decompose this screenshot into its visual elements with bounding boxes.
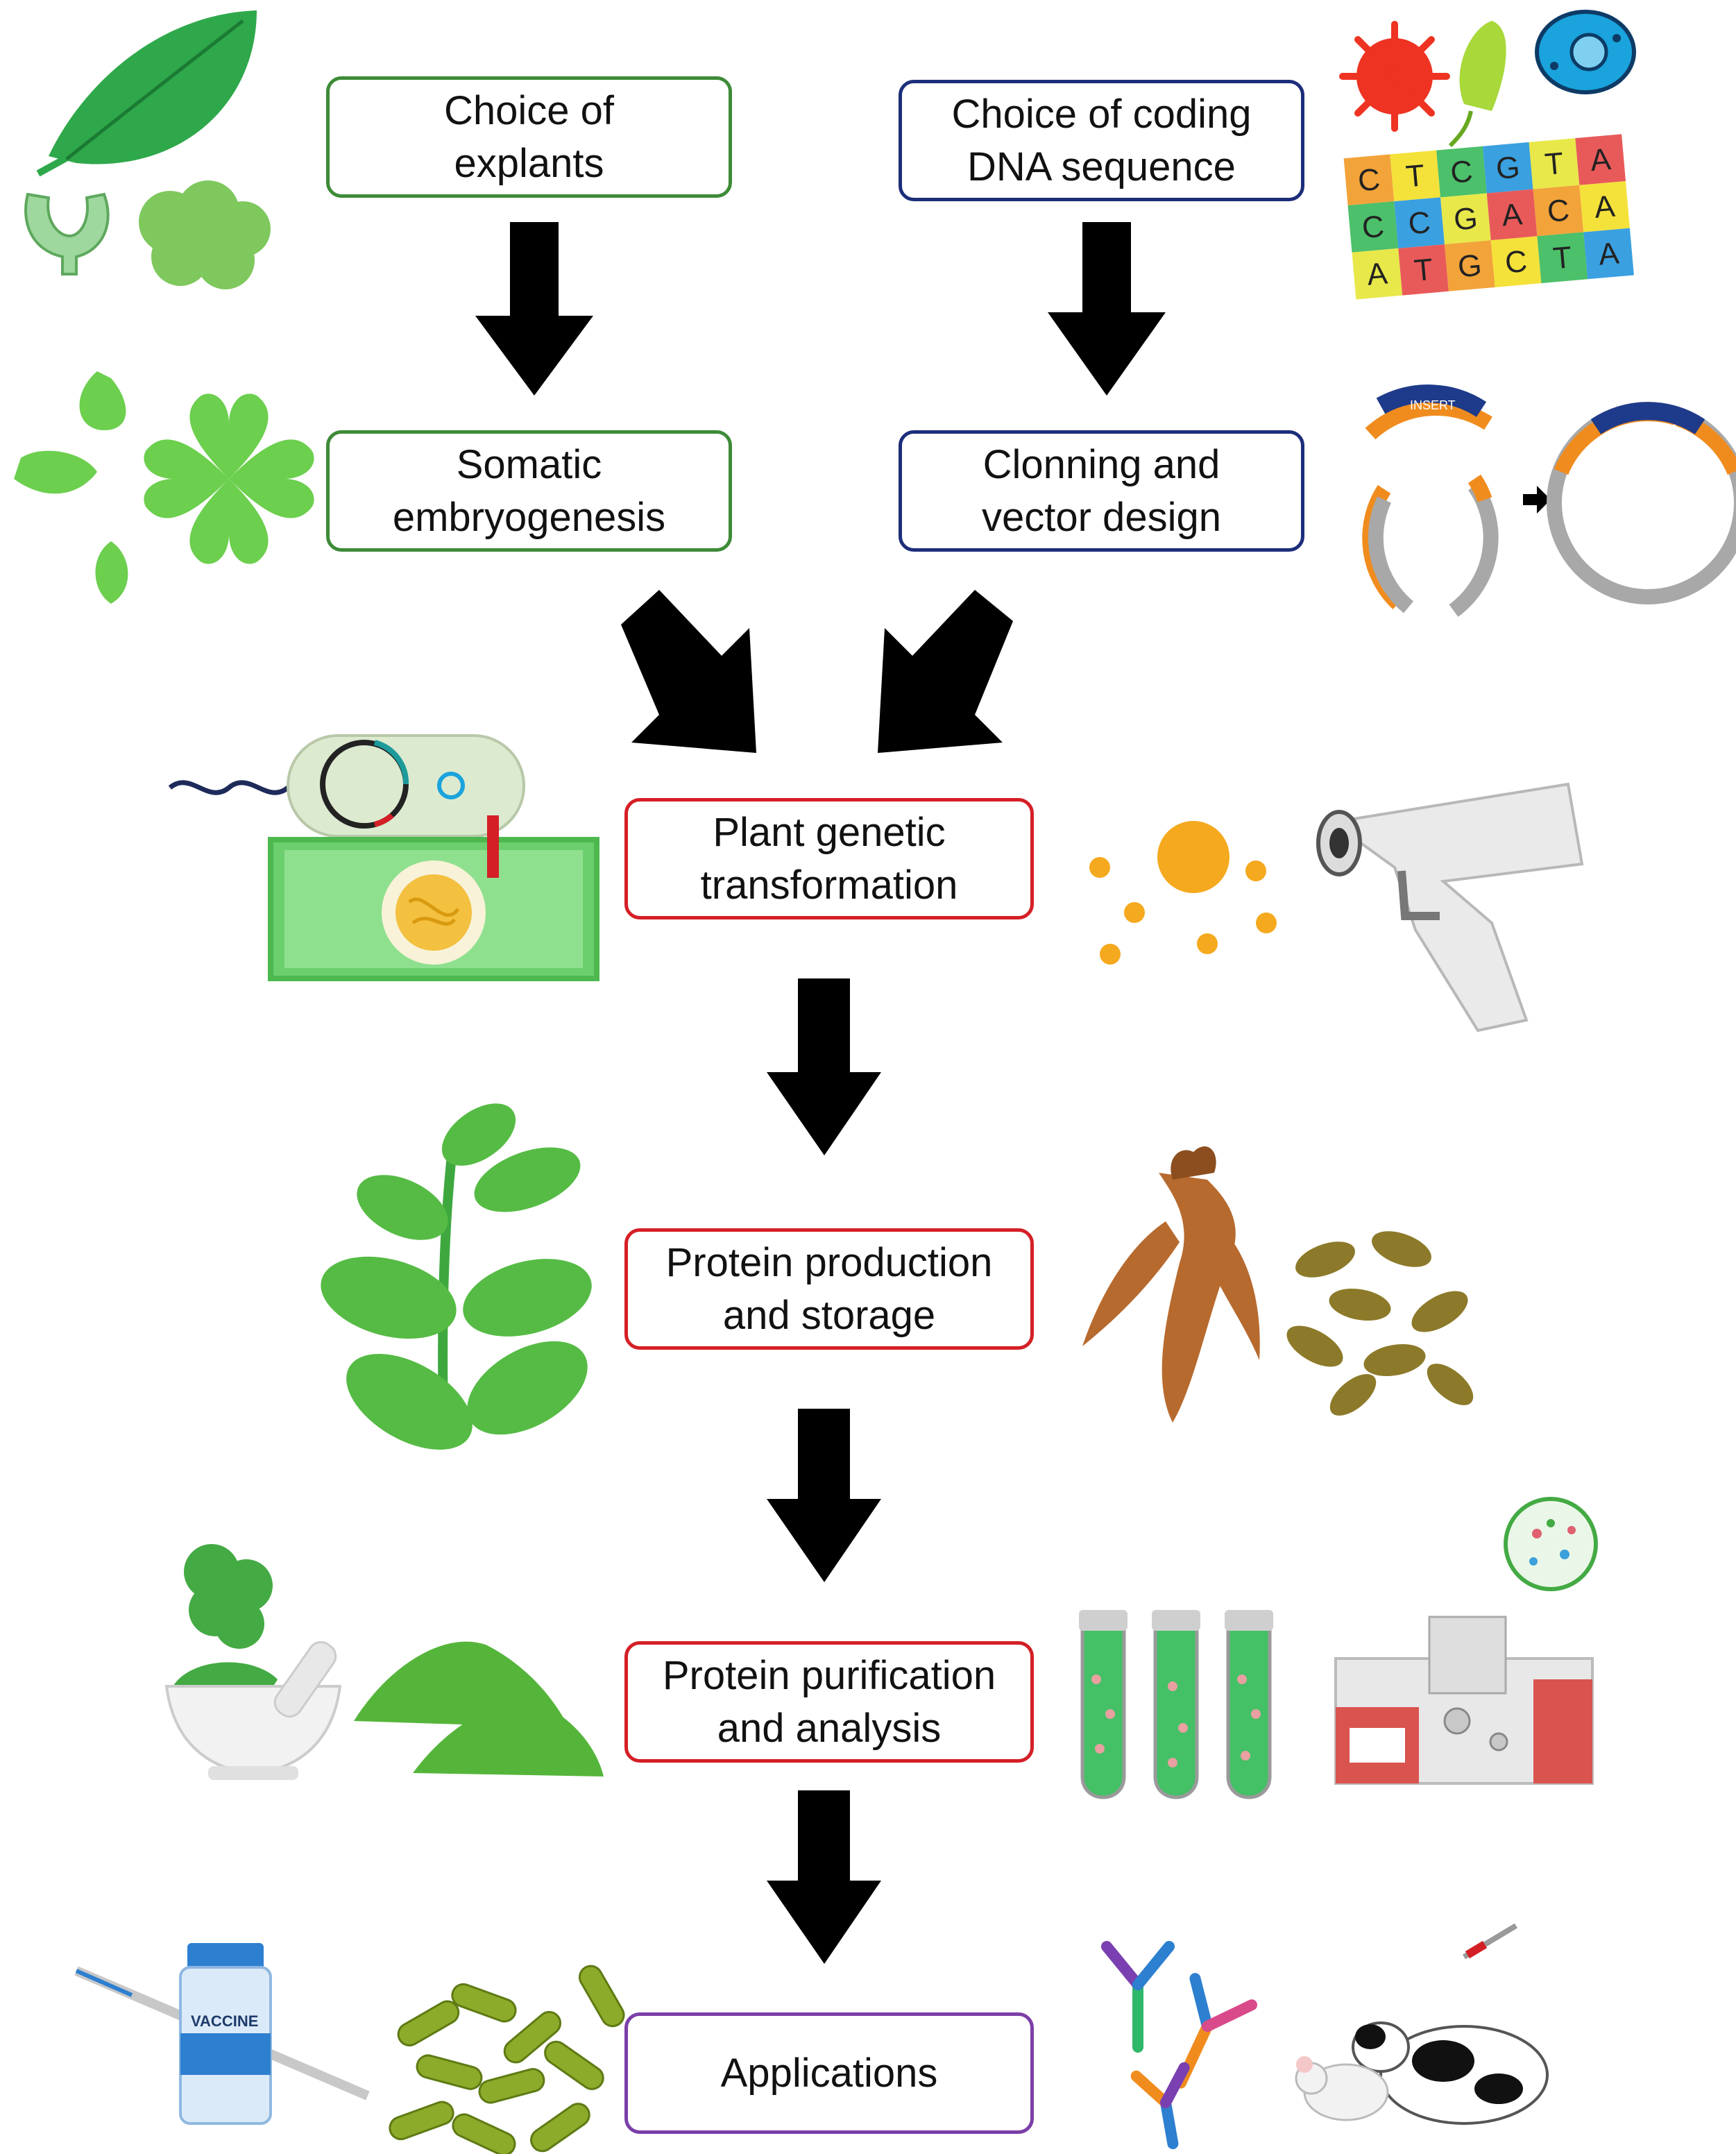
dna-cell <box>1579 180 1630 232</box>
virus-icon <box>1339 21 1450 132</box>
dna-cell <box>1440 193 1491 245</box>
dna-cell <box>1347 201 1399 253</box>
arrow-transformation-to-production <box>767 978 881 1155</box>
dna-letter: T <box>1413 253 1434 288</box>
step-line: vector design <box>982 494 1221 540</box>
step-line: embryogenesis <box>392 494 666 540</box>
plant-icon <box>321 1103 592 1450</box>
dna-letter: A <box>1593 189 1617 225</box>
step-line: Choice of <box>443 87 615 133</box>
antibodies-icon <box>1101 1941 1258 2150</box>
step-choice-of-coding-dna: Choice of coding DNA sequence <box>899 80 1304 201</box>
callus-icon <box>139 180 271 289</box>
dna-cell <box>1343 154 1395 206</box>
step-line: Applications <box>720 2050 938 2096</box>
step-choice-of-explants: Choice of explants <box>326 76 732 198</box>
step-line: Somatic <box>456 441 602 487</box>
dna-letter: A <box>1365 256 1389 291</box>
dna-letter: A <box>1597 236 1621 271</box>
dna-letter: C <box>1356 162 1381 198</box>
dna-letter: A <box>1589 142 1612 178</box>
dna-letter: G <box>1495 150 1521 186</box>
plant-cell-icon <box>268 815 599 981</box>
agrobacterium-icon <box>168 734 525 838</box>
plant-powder-icon <box>354 1641 604 1776</box>
dna-cell <box>1390 150 1441 202</box>
arrow-purification-to-applications <box>767 1790 881 1964</box>
arrow-explants-to-somatic <box>475 222 593 396</box>
test-tubes-icon <box>1079 1610 1273 1799</box>
step-somatic-embryogenesis: Somatic embryogenesis <box>326 430 732 552</box>
dna-letter: T <box>1551 240 1573 275</box>
capsules-icon <box>389 1965 625 2154</box>
dna-cell <box>1444 240 1495 291</box>
seedling-explant-icon <box>24 192 110 275</box>
step-line: Clonning and <box>982 441 1220 487</box>
dna-letter: C <box>1449 154 1474 190</box>
dna-cell <box>1352 248 1403 300</box>
plasmid-arrow-icon <box>1523 486 1551 514</box>
dna-cell <box>1490 236 1542 287</box>
dna-cell <box>1529 138 1580 189</box>
step-protein-production: Protein production and storage <box>624 1228 1034 1350</box>
dna-letter: T <box>1543 146 1565 182</box>
dna-cell <box>1398 244 1449 296</box>
step-line: explants <box>454 140 604 186</box>
step-applications: Applications <box>624 2012 1034 2134</box>
dna-letter: A <box>1500 197 1524 232</box>
somatic-embryo-icon <box>14 371 314 604</box>
arrow-production-to-purification <box>767 1409 881 1582</box>
lab-instrument-icon <box>1334 1497 1598 1785</box>
vaccine-label: VACCINE <box>191 2012 258 2030</box>
cell-icon <box>1535 10 1636 94</box>
arrow-cloning-to-transformation <box>878 590 1013 753</box>
step-line: Protein purification <box>662 1652 996 1698</box>
arrow-somatic-to-transformation <box>621 590 756 753</box>
plasmid-fragments-icon <box>1362 384 1499 617</box>
recombinant-plasmid-icon <box>1547 402 1736 604</box>
animals-icon <box>1295 1923 1549 2125</box>
dna-cell <box>1583 228 1634 280</box>
cassava-root-icon <box>1082 1146 1260 1423</box>
dna-letter: C <box>1546 193 1571 229</box>
gold-particles-icon <box>1089 821 1277 965</box>
dna-letter: G <box>1456 248 1483 285</box>
step-line: and analysis <box>717 1705 942 1751</box>
plasmid-insert-label: INSERT <box>1410 398 1456 412</box>
step-line: Choice of coding <box>951 91 1252 137</box>
dna-cell <box>1575 134 1626 185</box>
step-plant-genetic-transformation: Plant genetic transformation <box>624 798 1034 919</box>
dna-letter: T <box>1404 158 1426 194</box>
step-line: transformation <box>700 862 958 908</box>
seeds-icon <box>1286 1231 1474 1416</box>
mortar-pestle-icon <box>164 1544 342 1780</box>
leaf-explant-icon <box>36 10 257 177</box>
dna-cell <box>1533 185 1584 237</box>
dna-letter: C <box>1504 244 1529 280</box>
dna-letter: C <box>1407 205 1432 241</box>
step-line: DNA sequence <box>967 144 1236 189</box>
arrow-coding-to-cloning <box>1048 222 1166 396</box>
dna-cell <box>1537 232 1588 284</box>
step-line: Protein production <box>665 1239 993 1285</box>
dna-cell <box>1436 146 1487 198</box>
gene-gun-icon <box>1316 782 1584 1033</box>
step-cloning-vector-design: Clonning and vector design <box>899 430 1304 552</box>
bacterium-icon <box>1448 21 1506 148</box>
dna-cell <box>1486 189 1538 241</box>
dna-cell <box>1482 142 1533 194</box>
step-line: Plant genetic <box>713 809 946 855</box>
vaccine-icon: VACCINE <box>74 1943 370 2125</box>
dna-letter: C <box>1361 210 1386 246</box>
plasmid-insert-label-2: INSERT <box>1631 423 1676 436</box>
step-protein-purification: Protein purification and analysis <box>624 1641 1034 1763</box>
step-line: and storage <box>722 1292 936 1338</box>
dna-letter: G <box>1452 201 1479 237</box>
dna-cell <box>1394 197 1445 248</box>
